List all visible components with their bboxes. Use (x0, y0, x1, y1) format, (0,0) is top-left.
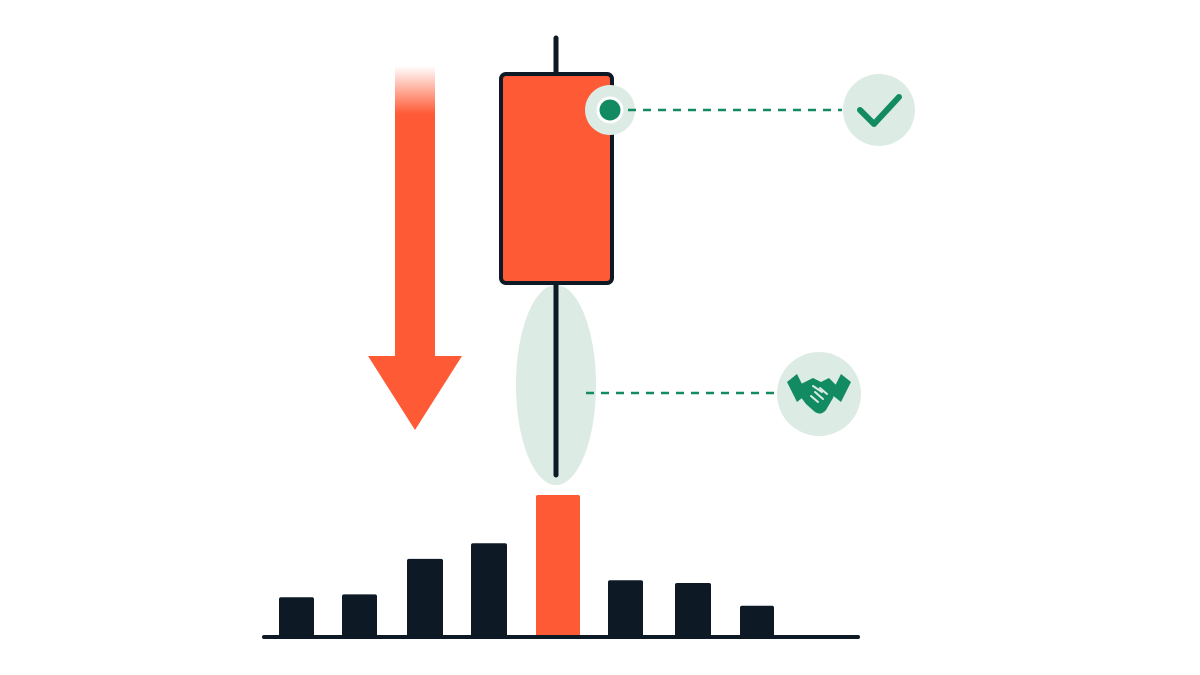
lower-shadow-callout (586, 352, 861, 436)
volume-bar (342, 594, 377, 637)
volume-bar (279, 597, 314, 637)
volume-bar-highlight (536, 495, 580, 637)
down-arrow-icon (368, 66, 462, 430)
volume-bar (471, 543, 507, 637)
volume-bar (740, 605, 774, 637)
handshake-icon (777, 352, 861, 436)
volume-bar (608, 580, 643, 637)
candle-body (499, 72, 614, 285)
volume-bars (279, 495, 774, 637)
volume-bar (675, 583, 711, 637)
volume-bar (407, 558, 443, 637)
checkmark-icon (843, 74, 915, 146)
open-price-callout (585, 74, 915, 146)
candlestick (499, 35, 614, 485)
open-marker (596, 96, 624, 124)
